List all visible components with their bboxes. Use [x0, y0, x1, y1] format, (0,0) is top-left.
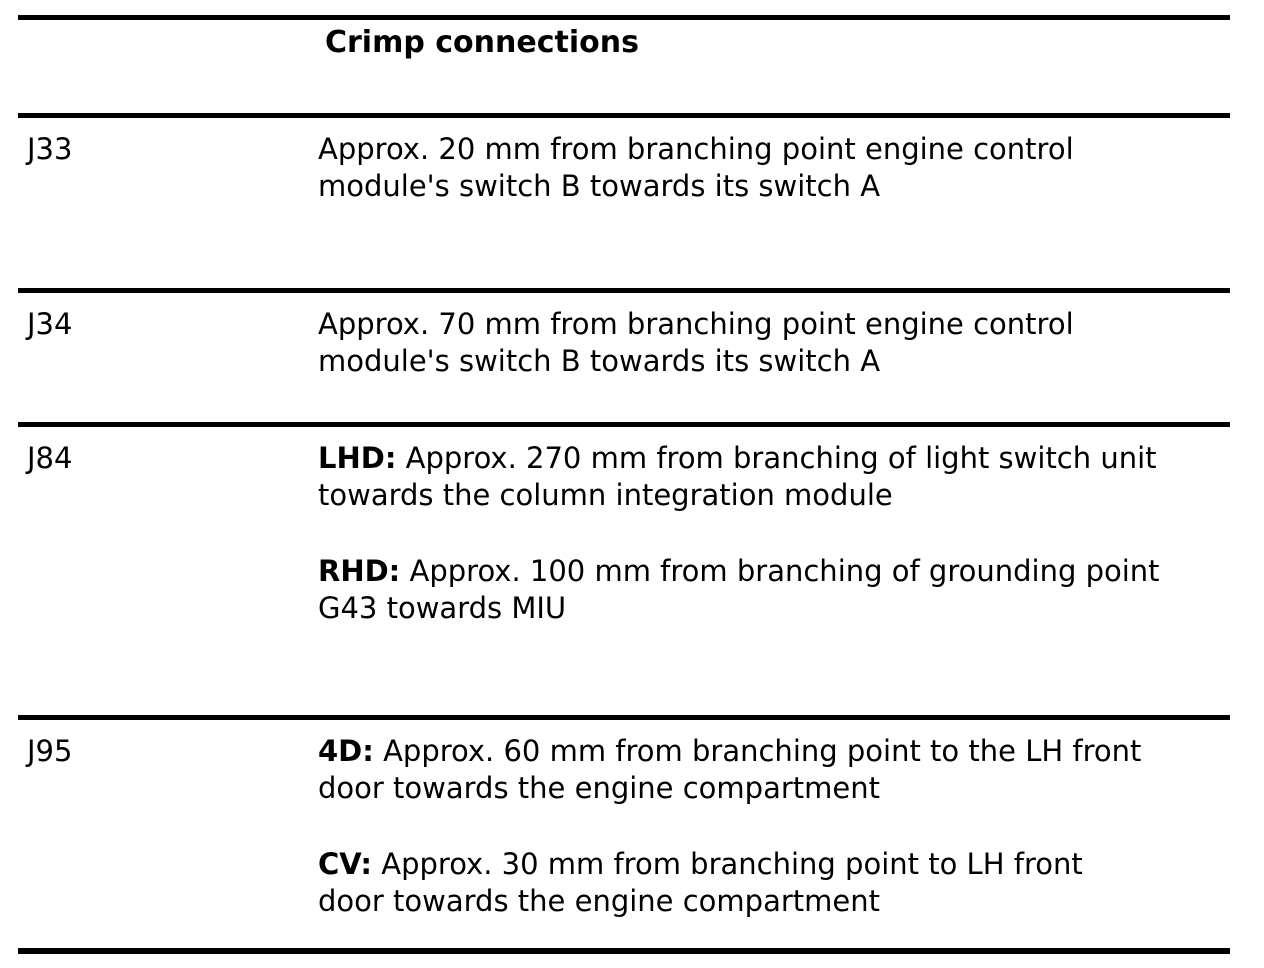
table-row: J34 Approx. 70 mm from branching point e…	[18, 293, 1230, 427]
row-desc-cell: Approx. 20 mm from branching point engin…	[318, 118, 1230, 288]
row-id-cell: J33	[27, 132, 73, 166]
variant-label: CV:	[318, 847, 373, 881]
variant-label: 4D:	[318, 734, 374, 768]
header-empty-cell	[18, 20, 318, 113]
description-text: Approx. 70 mm from branching point engin…	[318, 307, 1074, 378]
row-desc-cell: LHD: Approx. 270 mm from branching of li…	[318, 427, 1230, 715]
crimp-connections-table: Crimp connections J33 Approx. 20 mm from…	[18, 15, 1230, 954]
description-paragraph: Approx. 70 mm from branching point engin…	[318, 306, 1226, 380]
table-title: Crimp connections	[325, 25, 639, 60]
description-paragraph: 4D: Approx. 60 mm from branching point t…	[318, 733, 1226, 807]
description-paragraph: LHD: Approx. 270 mm from branching of li…	[318, 440, 1226, 514]
description-paragraph: CV: Approx. 30 mm from branching point t…	[318, 846, 1226, 920]
row-desc-cell: Approx. 70 mm from branching point engin…	[318, 293, 1230, 422]
row-desc-cell: 4D: Approx. 60 mm from branching point t…	[318, 720, 1230, 948]
description-text: Approx. 60 mm from branching point to th…	[318, 734, 1142, 805]
row-id-cell: J34	[27, 307, 73, 341]
table-row: J84 LHD: Approx. 270 mm from branching o…	[18, 427, 1230, 720]
table-row: J95 4D: Approx. 60 mm from branching poi…	[18, 720, 1230, 948]
table-row: J33 Approx. 20 mm from branching point e…	[18, 118, 1230, 293]
description-paragraph: RHD: Approx. 100 mm from branching of gr…	[318, 553, 1226, 627]
row-id-cell: J84	[27, 441, 73, 475]
description-paragraph: Approx. 20 mm from branching point engin…	[318, 131, 1226, 205]
description-text: Approx. 30 mm from branching point to LH…	[318, 847, 1083, 918]
description-text: Approx. 270 mm from branching of light s…	[318, 441, 1157, 512]
table-header-row: Crimp connections	[18, 20, 1230, 118]
description-text: Approx. 100 mm from branching of groundi…	[318, 554, 1160, 625]
variant-label: RHD:	[318, 554, 401, 588]
variant-label: LHD:	[318, 441, 397, 475]
description-text: Approx. 20 mm from branching point engin…	[318, 132, 1074, 203]
row-id-cell: J95	[27, 734, 73, 768]
